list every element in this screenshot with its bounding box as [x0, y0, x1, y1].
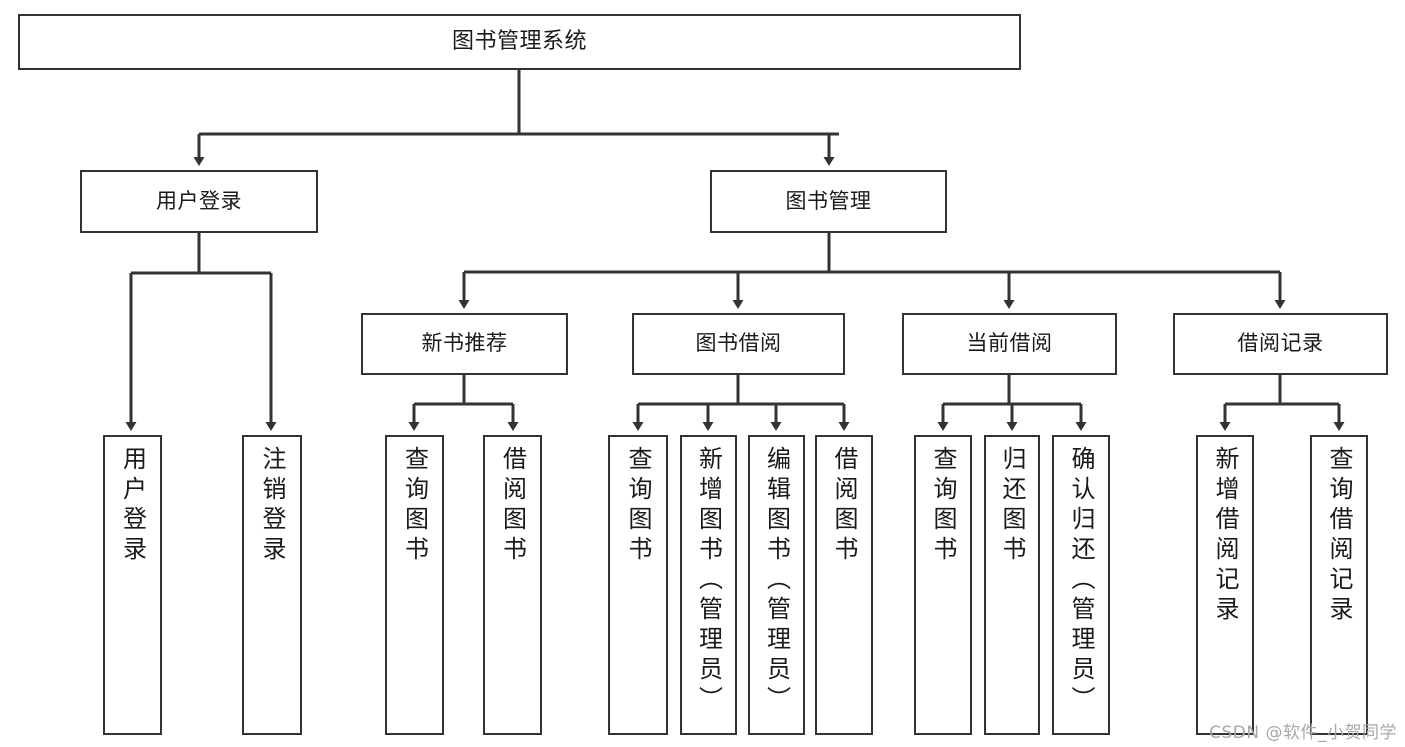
leaf-logout-login[interactable]: 注销登录 [242, 435, 302, 735]
node-label: 查询图书 [929, 446, 957, 566]
leaf-confirm-return-admin[interactable]: 确认归还（管理员） [1052, 435, 1110, 735]
leaf-query-book-current[interactable]: 查询图书 [914, 435, 972, 735]
node-label: 借阅图书 [498, 446, 527, 566]
node-label: 图书管理系统 [451, 28, 587, 54]
node-label: 图书借阅 [695, 331, 782, 356]
node-label: 归还图书 [998, 446, 1026, 566]
node-book-borrow[interactable]: 图书借阅 [632, 313, 845, 375]
leaf-query-borrow-record[interactable]: 查询借阅记录 [1310, 435, 1368, 735]
node-user-login[interactable]: 用户登录 [80, 170, 318, 233]
leaf-add-borrow-record[interactable]: 新增借阅记录 [1196, 435, 1254, 735]
node-label: 用户登录 [156, 188, 242, 213]
node-label: 编辑图书（管理员） [762, 446, 791, 716]
node-label: 查询图书 [400, 446, 429, 566]
leaf-borrow-book-new-book[interactable]: 借阅图书 [483, 435, 542, 735]
leaf-user-login[interactable]: 用户登录 [103, 435, 162, 735]
node-label: 查询借阅记录 [1325, 446, 1353, 626]
node-label: 图书管理 [785, 188, 872, 213]
leaf-edit-book-admin[interactable]: 编辑图书（管理员） [748, 435, 805, 735]
node-new-book-recommend[interactable]: 新书推荐 [361, 313, 568, 375]
node-label: 借阅记录 [1237, 331, 1324, 356]
node-label: 用户登录 [118, 446, 147, 566]
node-label: 当前借阅 [966, 331, 1053, 356]
node-label: 新增图书（管理员） [694, 446, 723, 716]
leaf-query-book-new-book[interactable]: 查询图书 [385, 435, 444, 735]
node-borrow-record[interactable]: 借阅记录 [1173, 313, 1388, 375]
node-book-management[interactable]: 图书管理 [710, 170, 947, 233]
node-label: 新书推荐 [421, 331, 508, 356]
node-label: 借阅图书 [830, 446, 858, 566]
csdn-watermark: CSDN @软件_小贺同学 [1209, 723, 1397, 743]
leaf-query-book-borrow[interactable]: 查询图书 [608, 435, 668, 735]
node-label: 新增借阅记录 [1211, 446, 1239, 626]
leaf-borrow-book[interactable]: 借阅图书 [815, 435, 873, 735]
leaf-return-book[interactable]: 归还图书 [984, 435, 1040, 735]
leaf-add-book-admin[interactable]: 新增图书（管理员） [680, 435, 737, 735]
node-current-borrow[interactable]: 当前借阅 [902, 313, 1117, 375]
node-label: 注销登录 [258, 446, 286, 566]
node-root-book-management-system[interactable]: 图书管理系统 [18, 14, 1021, 70]
node-label: 确认归还（管理员） [1067, 446, 1095, 716]
node-label: 查询图书 [624, 446, 652, 566]
